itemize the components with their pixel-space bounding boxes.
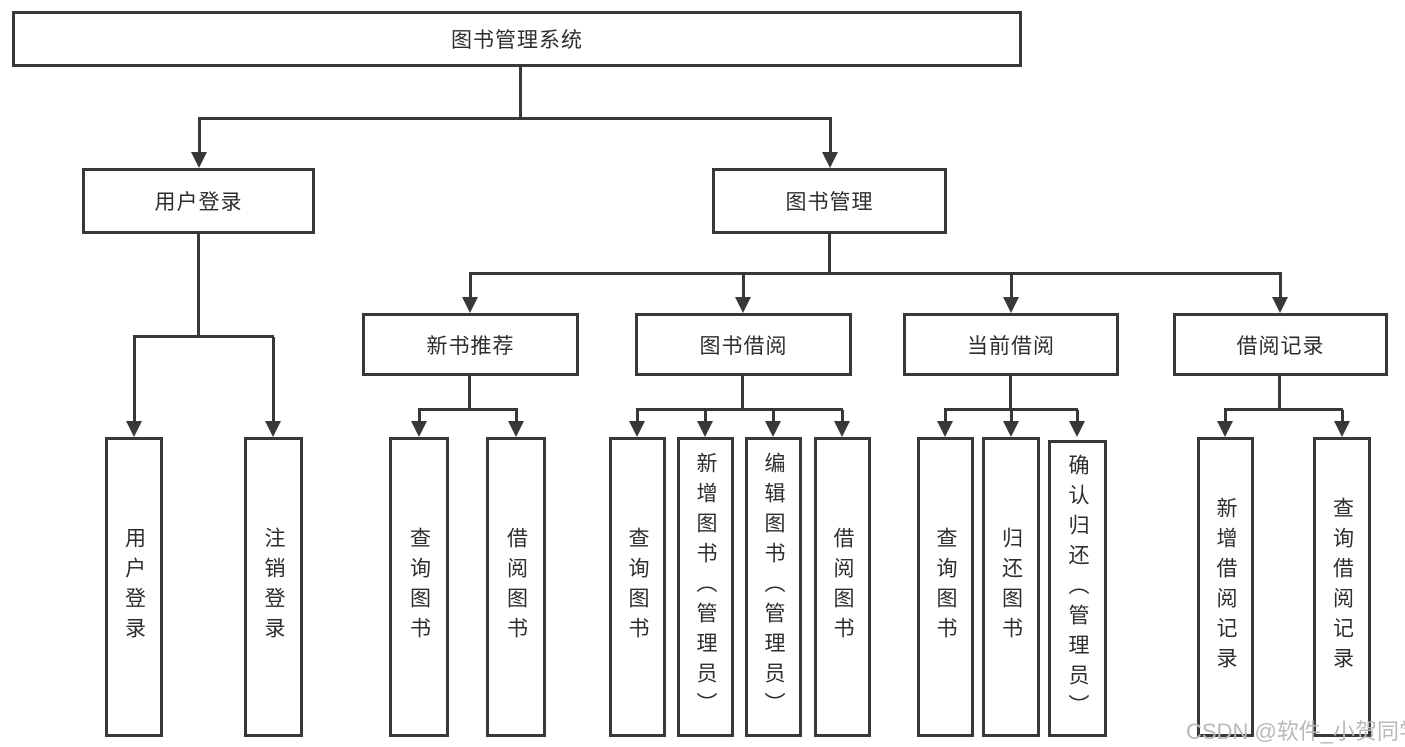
node-book-borrowing: 图书借阅 <box>635 313 852 376</box>
arrow-down-icon <box>629 410 645 437</box>
arrow-down-icon <box>937 410 953 437</box>
connector-line <box>198 117 832 120</box>
leaf-label: 借阅图书 <box>504 527 528 647</box>
leaf-borrow-books: 借阅图书 <box>814 437 871 737</box>
arrow-down-icon <box>1003 410 1019 437</box>
leaf-borrow-books: 借阅图书 <box>486 437 546 737</box>
arrow-down-icon <box>126 337 142 437</box>
connector-line <box>636 408 843 411</box>
leaf-edit-books-admin: 编辑图书（管理员） <box>745 437 802 737</box>
connector-line <box>1009 376 1012 409</box>
arrow-down-icon <box>191 119 207 168</box>
connector-line <box>418 408 518 411</box>
leaf-label: 归还图书 <box>999 527 1023 647</box>
leaf-query-books: 查询图书 <box>917 437 974 737</box>
node-user-login-branch: 用户登录 <box>82 168 315 234</box>
node-label: 图书借阅 <box>699 334 788 358</box>
arrow-down-icon <box>462 274 478 313</box>
connector-line <box>133 335 274 338</box>
arrow-down-icon <box>411 410 427 437</box>
arrow-down-icon <box>834 410 850 437</box>
node-label: 新书推荐 <box>426 334 515 358</box>
arrow-down-icon <box>508 410 524 437</box>
arrow-down-icon <box>822 119 838 168</box>
arrow-down-icon <box>1217 410 1233 437</box>
arrow-down-icon <box>735 274 751 313</box>
node-borrowing-records: 借阅记录 <box>1173 313 1388 376</box>
node-label: 图书管理 <box>785 191 874 214</box>
arrow-down-icon <box>1334 410 1350 437</box>
node-label: 当前借阅 <box>967 334 1055 358</box>
connector-line <box>197 234 200 336</box>
leaf-confirm-return-admin: 确认归还（管理员） <box>1048 440 1107 737</box>
node-root-library-system: 图书管理系统 <box>12 11 1022 67</box>
leaf-return-books: 归还图书 <box>982 437 1040 737</box>
node-book-management-branch: 图书管理 <box>712 168 947 234</box>
arrow-down-icon <box>697 410 713 437</box>
leaf-label: 注销登录 <box>262 527 285 647</box>
leaf-add-books-admin: 新增图书（管理员） <box>677 437 734 737</box>
leaf-logout: 注销登录 <box>244 437 303 737</box>
connector-line <box>828 234 831 273</box>
connector-line <box>469 272 1282 275</box>
leaf-label: 确认归还（管理员） <box>1066 453 1089 724</box>
connector-line <box>944 408 1078 411</box>
connector-line <box>468 376 471 409</box>
leaf-label: 借阅图书 <box>831 527 854 647</box>
node-label: 借阅记录 <box>1236 334 1325 358</box>
leaf-label: 新增图书（管理员） <box>694 452 717 722</box>
leaf-query-books: 查询图书 <box>389 437 449 737</box>
leaf-user-login: 用户登录 <box>105 437 163 737</box>
arrow-down-icon <box>1069 410 1085 437</box>
leaf-add-borrow-record: 新增借阅记录 <box>1197 437 1254 737</box>
node-label: 图书管理系统 <box>451 29 583 52</box>
leaf-label: 用户登录 <box>122 527 146 647</box>
arrow-down-icon <box>1003 274 1019 313</box>
leaf-label: 查询图书 <box>934 527 957 647</box>
csdn-watermark: CSDN @软件_小贺同学 <box>1186 719 1405 744</box>
leaf-query-borrow-record: 查询借阅记录 <box>1313 437 1371 737</box>
connector-line <box>519 67 522 118</box>
leaf-label: 查询图书 <box>407 527 431 647</box>
connector-line <box>1278 376 1281 409</box>
arrow-down-icon <box>265 337 281 437</box>
leaf-label: 查询借阅记录 <box>1330 497 1354 677</box>
connector-line <box>741 376 744 409</box>
node-current-borrowing: 当前借阅 <box>903 313 1119 376</box>
leaf-query-books: 查询图书 <box>609 437 666 737</box>
leaf-label: 编辑图书（管理员） <box>762 452 785 722</box>
leaf-label: 查询图书 <box>626 527 649 647</box>
leaf-label: 新增借阅记录 <box>1214 497 1237 677</box>
arrow-down-icon <box>765 410 781 437</box>
arrow-down-icon <box>1272 274 1288 313</box>
node-new-book-recommend: 新书推荐 <box>362 313 579 376</box>
connector-line <box>1224 408 1343 411</box>
node-label: 用户登录 <box>154 191 243 214</box>
